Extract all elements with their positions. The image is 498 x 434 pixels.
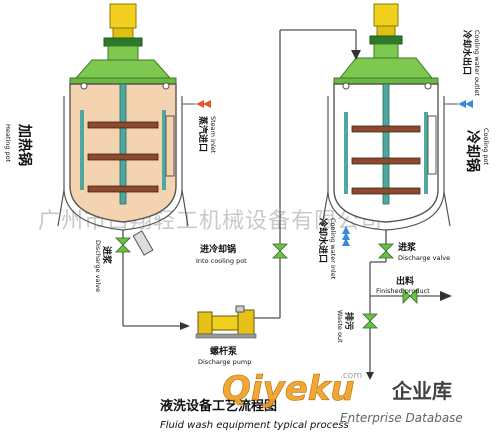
finished-product-valve[interactable] bbox=[402, 288, 418, 304]
cooling-agitator bbox=[344, 112, 428, 195]
discharge-pump bbox=[195, 305, 257, 339]
cooling-pot bbox=[321, 3, 473, 250]
steam-inlet-arrow bbox=[182, 100, 211, 108]
heating-pot-label-en: Heating pot bbox=[4, 124, 12, 163]
cooling-water-inlet-arrow bbox=[342, 226, 350, 246]
discharge-label-en: Discharge valve bbox=[94, 240, 102, 292]
diagram-title-cn: 液洗设备工艺流程图 bbox=[160, 398, 277, 414]
heating-pot bbox=[57, 3, 211, 256]
logo-suffix: .com bbox=[340, 371, 362, 381]
waste-label-en: Waste out bbox=[336, 310, 344, 343]
logo-tagline: Enterprise Database bbox=[340, 411, 463, 425]
pump-label-cn: 螺杆泵 bbox=[210, 345, 238, 357]
finished-product-label-cn: 出料 bbox=[396, 275, 414, 287]
piping bbox=[122, 29, 440, 374]
heating-discharge-valve[interactable] bbox=[115, 237, 131, 253]
steam-inlet-label-cn: 蒸汽进口 bbox=[197, 116, 209, 152]
waste-label-cn: 排污 bbox=[343, 312, 355, 330]
steam-inlet-label-en: Steam inlet bbox=[209, 116, 217, 154]
cooling-motor bbox=[333, 3, 439, 85]
finished-product-arrow bbox=[440, 291, 452, 301]
into-cooling-label-en: Into cooling pot bbox=[196, 257, 247, 265]
heating-motor bbox=[69, 3, 177, 85]
logo-cn: 企业库 bbox=[391, 379, 452, 403]
cooling-pot-label-cn: 冷却锅 bbox=[464, 130, 481, 172]
cooling-pot-label-en: Cooling pot bbox=[482, 128, 490, 166]
heating-pot-label-cn: 加热锅 bbox=[16, 123, 33, 166]
cooling-water-inlet-label-cn: 冷却水进口 bbox=[317, 218, 329, 263]
cooling-water-outlet-label-en: Cooling water outlet bbox=[473, 30, 481, 96]
cooling-discharge-label-cn: 进浆 bbox=[398, 241, 417, 253]
cooling-discharge-valve[interactable] bbox=[378, 243, 394, 259]
diagram-title-en: Fluid wash equipment typical process bbox=[160, 420, 349, 431]
into-cooling-valve[interactable] bbox=[272, 243, 288, 259]
finished-product-label-en: Finished product bbox=[376, 287, 430, 295]
discharge-label-cn: 进浆 bbox=[101, 246, 113, 265]
cooling-discharge-label-en: Discharge valve bbox=[398, 254, 450, 262]
qiyeku-logo: Qiyeku .com 企业库 Enterprise Database bbox=[222, 369, 463, 425]
waste-valve[interactable] bbox=[362, 313, 378, 329]
pump-inlet-arrow bbox=[180, 322, 190, 330]
waste-arrow bbox=[366, 372, 374, 380]
into-cooling-label-cn: 进冷却锅 bbox=[200, 243, 236, 255]
pump-label-en: Discharge pump bbox=[198, 358, 251, 366]
heating-agitator bbox=[80, 110, 166, 193]
cooling-water-outlet-arrow bbox=[444, 100, 473, 108]
cooling-water-outlet-label-cn: 冷却水出口 bbox=[461, 30, 473, 75]
cooling-water-inlet-label-en: Cooling water inlet bbox=[329, 218, 337, 280]
logo-brand: Qiyeku bbox=[222, 369, 355, 409]
feed-arrow-down bbox=[351, 50, 361, 60]
